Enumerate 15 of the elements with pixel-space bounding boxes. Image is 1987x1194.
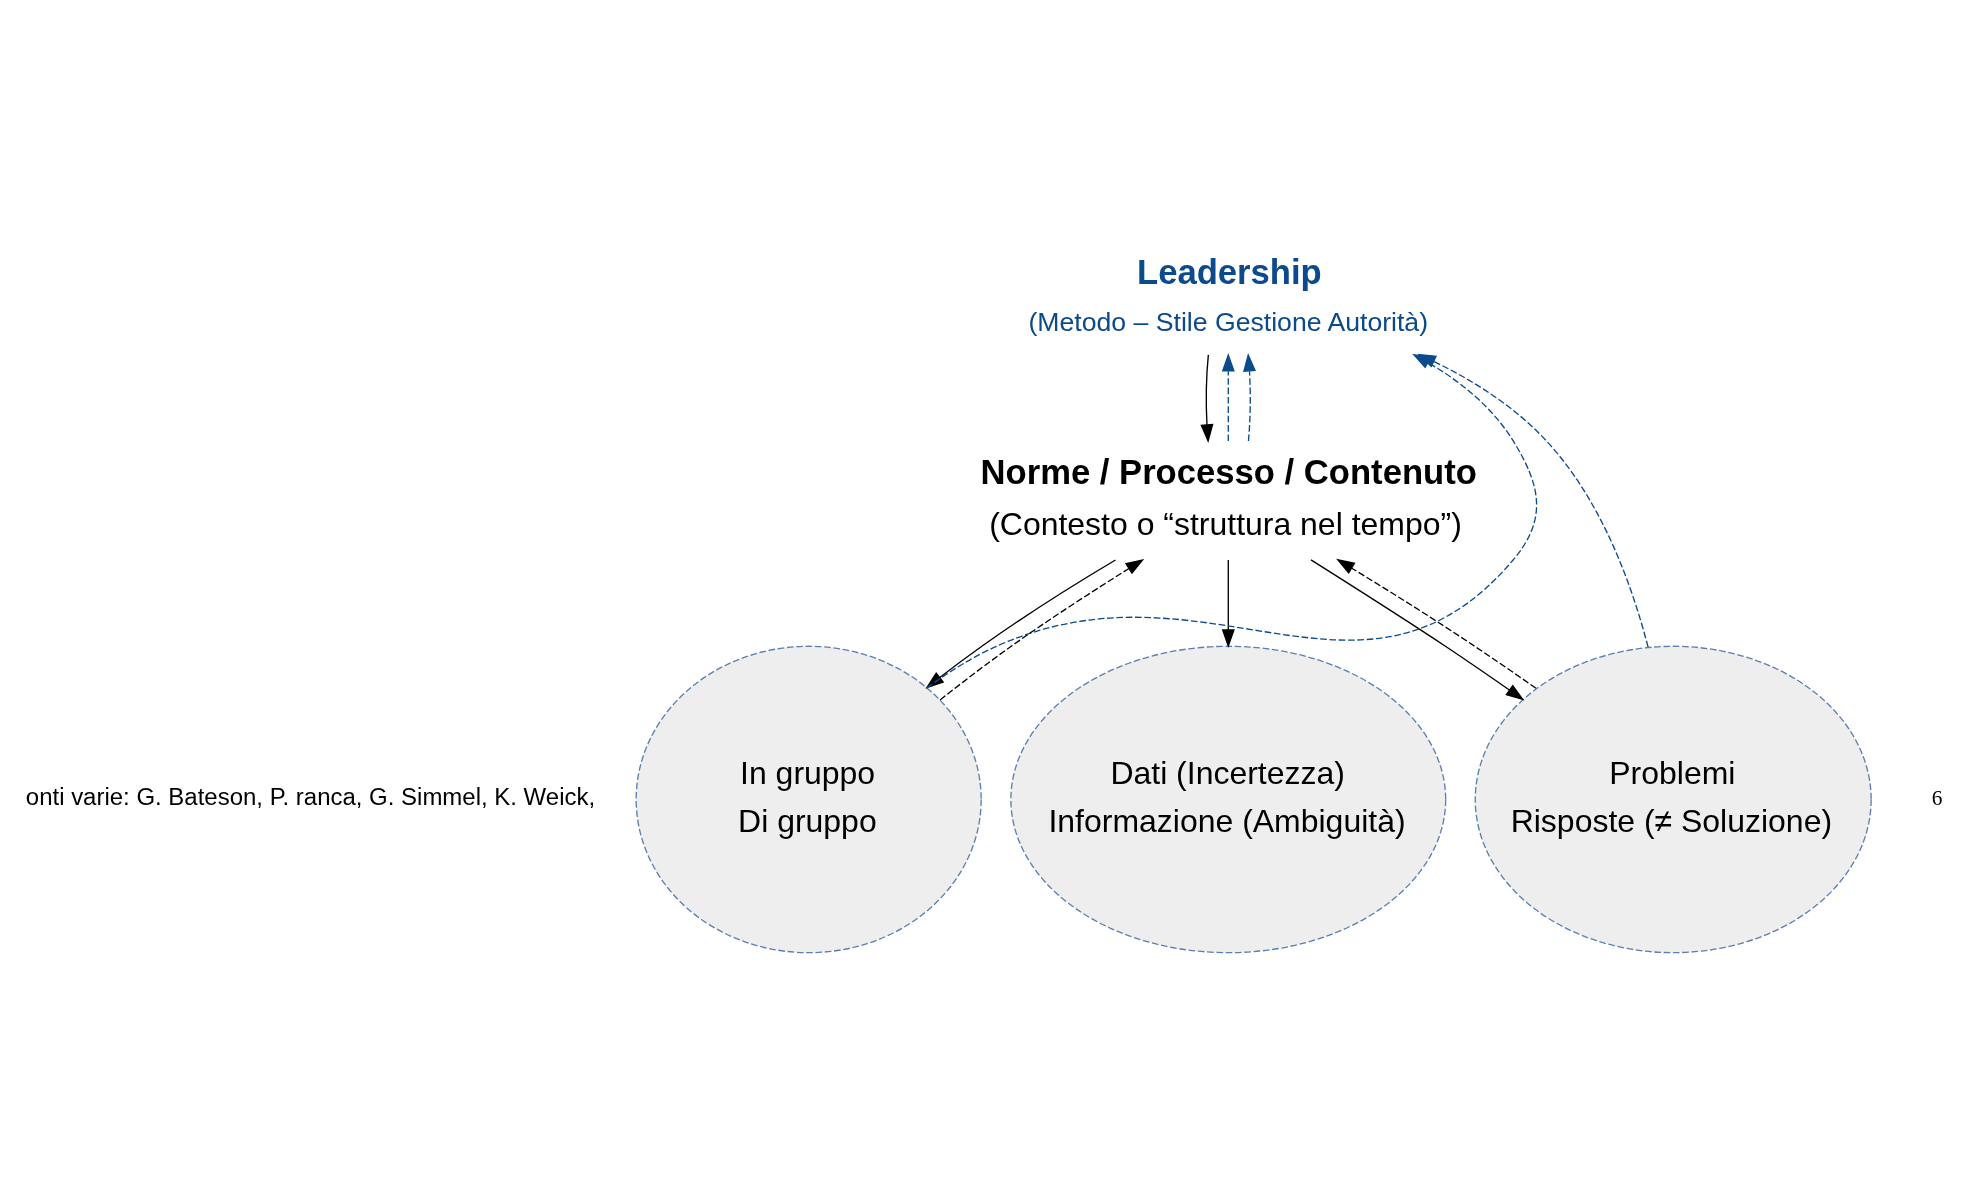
arrow xyxy=(1200,354,1214,443)
arrow xyxy=(1243,352,1256,442)
node-ellipse: Dati (Incertezza) Informazione (Ambiguità) xyxy=(1010,645,1447,954)
arrow xyxy=(1417,353,1649,648)
arrow xyxy=(1336,558,1537,689)
arrow xyxy=(1310,559,1525,701)
node-text: Leadership (Metodo – Stile Gestione Autorità) xyxy=(1028,253,1429,338)
node-ellipse: Problemi Risposte (≠ Soluzione) xyxy=(1474,645,1872,954)
label: onti varie: G. Bateson, P. ranca, G. Simmel, K. Weick, xyxy=(25,783,596,811)
arrow xyxy=(1221,559,1235,648)
arrow xyxy=(939,558,1145,701)
label: 6 xyxy=(1931,785,1943,810)
node-text: Norme / Processo / Contenuto (Contesto o “struttura nel tempo”) xyxy=(980,453,1477,543)
node-ellipse: In gruppo Di gruppo xyxy=(635,645,982,954)
arrow xyxy=(1221,352,1235,442)
